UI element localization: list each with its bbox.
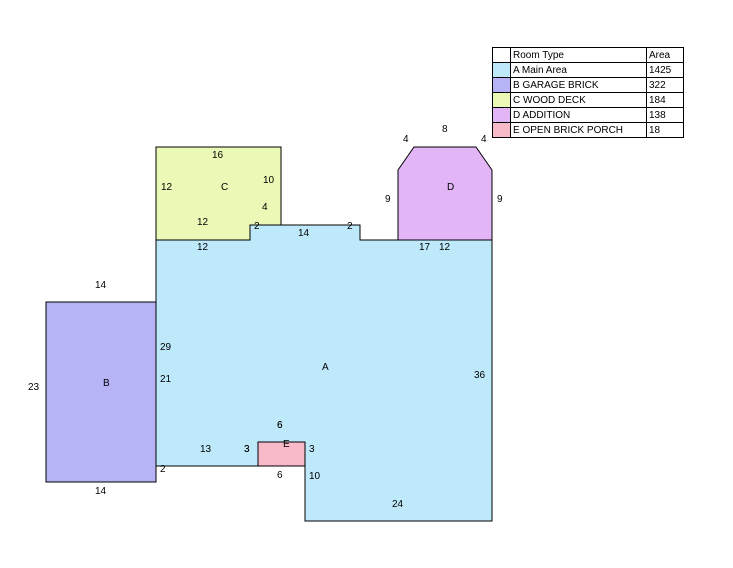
dimension-label: 3 xyxy=(244,444,250,455)
dimension-label: 14 xyxy=(95,280,107,291)
legend-swatch-e xyxy=(492,122,511,138)
dimension-label: 17 xyxy=(419,242,431,253)
dimension-label: 14 xyxy=(95,486,107,497)
dimension-label: 3 xyxy=(244,444,250,455)
dimension-label: 3 xyxy=(309,444,315,455)
dimension-label: 12 xyxy=(161,182,173,193)
dimension-label: 13 xyxy=(200,444,212,455)
dimension-label: 21 xyxy=(160,374,172,385)
legend-swatch-c xyxy=(492,92,511,108)
dimension-label: 2 xyxy=(160,464,166,475)
legend-room-type: A Main Area xyxy=(510,62,647,78)
dimension-label: 12 xyxy=(197,242,209,253)
room-d-label: D xyxy=(447,182,454,193)
legend-swatch-header xyxy=(492,47,511,63)
room-legend: Room Type Area A Main Area 1425 B GARAGE… xyxy=(492,47,684,138)
legend-swatch-a xyxy=(492,62,511,78)
dimension-label: 2 xyxy=(254,221,260,232)
legend-swatch-d xyxy=(492,107,511,123)
dimension-label: 4 xyxy=(403,134,409,145)
legend-room-type: D ADDITION xyxy=(510,107,647,123)
dimension-label: 4 xyxy=(262,202,268,213)
room-a-main-area xyxy=(155,224,493,522)
room-d-addition xyxy=(397,146,493,241)
dimension-label: 36 xyxy=(474,370,486,381)
dimension-label: 16 xyxy=(212,150,224,161)
legend-area: 1425 xyxy=(646,62,684,78)
dimension-label: 24 xyxy=(392,499,404,510)
legend-row: E OPEN BRICK PORCH 18 xyxy=(492,122,684,138)
dimension-label: 6 xyxy=(277,420,283,431)
legend-header-room-type: Room Type xyxy=(510,47,647,63)
dimension-label: 2 xyxy=(347,221,353,232)
legend-header-row: Room Type Area xyxy=(492,47,684,63)
dimension-label: 14 xyxy=(298,228,310,239)
legend-area: 322 xyxy=(646,77,684,93)
dimension-label: 10 xyxy=(263,175,275,186)
legend-swatch-b xyxy=(492,77,511,93)
room-a-label: A xyxy=(322,362,329,373)
dimension-label: 10 xyxy=(309,471,321,482)
legend-room-type: B GARAGE BRICK xyxy=(510,77,647,93)
legend-room-type: C WOOD DECK xyxy=(510,92,647,108)
room-e-porch xyxy=(257,441,306,467)
legend-row: A Main Area 1425 xyxy=(492,62,684,78)
dimension-label: 9 xyxy=(497,194,503,205)
room-e-label: E xyxy=(283,439,290,450)
room-c-wood-deck xyxy=(155,146,282,241)
room-c-label: C xyxy=(221,182,228,193)
dimension-label: 6 xyxy=(277,470,283,481)
dimension-label: 6 xyxy=(277,420,283,431)
legend-area: 184 xyxy=(646,92,684,108)
dimension-label: 29 xyxy=(160,342,172,353)
dimension-label: 12 xyxy=(439,242,451,253)
legend-area: 138 xyxy=(646,107,684,123)
dimension-label: 9 xyxy=(385,194,391,205)
legend-row: C WOOD DECK 184 xyxy=(492,92,684,108)
legend-row: D ADDITION 138 xyxy=(492,107,684,123)
dimension-label: 23 xyxy=(28,382,40,393)
legend-row: B GARAGE BRICK 322 xyxy=(492,77,684,93)
dimension-label: 8 xyxy=(442,124,448,135)
room-b-garage xyxy=(45,301,157,483)
dimension-label: 4 xyxy=(481,134,487,145)
legend-room-type: E OPEN BRICK PORCH xyxy=(510,122,647,138)
legend-header-area: Area xyxy=(646,47,684,63)
room-b-label: B xyxy=(103,378,110,389)
dimension-label: 12 xyxy=(197,217,209,228)
legend-area: 18 xyxy=(646,122,684,138)
